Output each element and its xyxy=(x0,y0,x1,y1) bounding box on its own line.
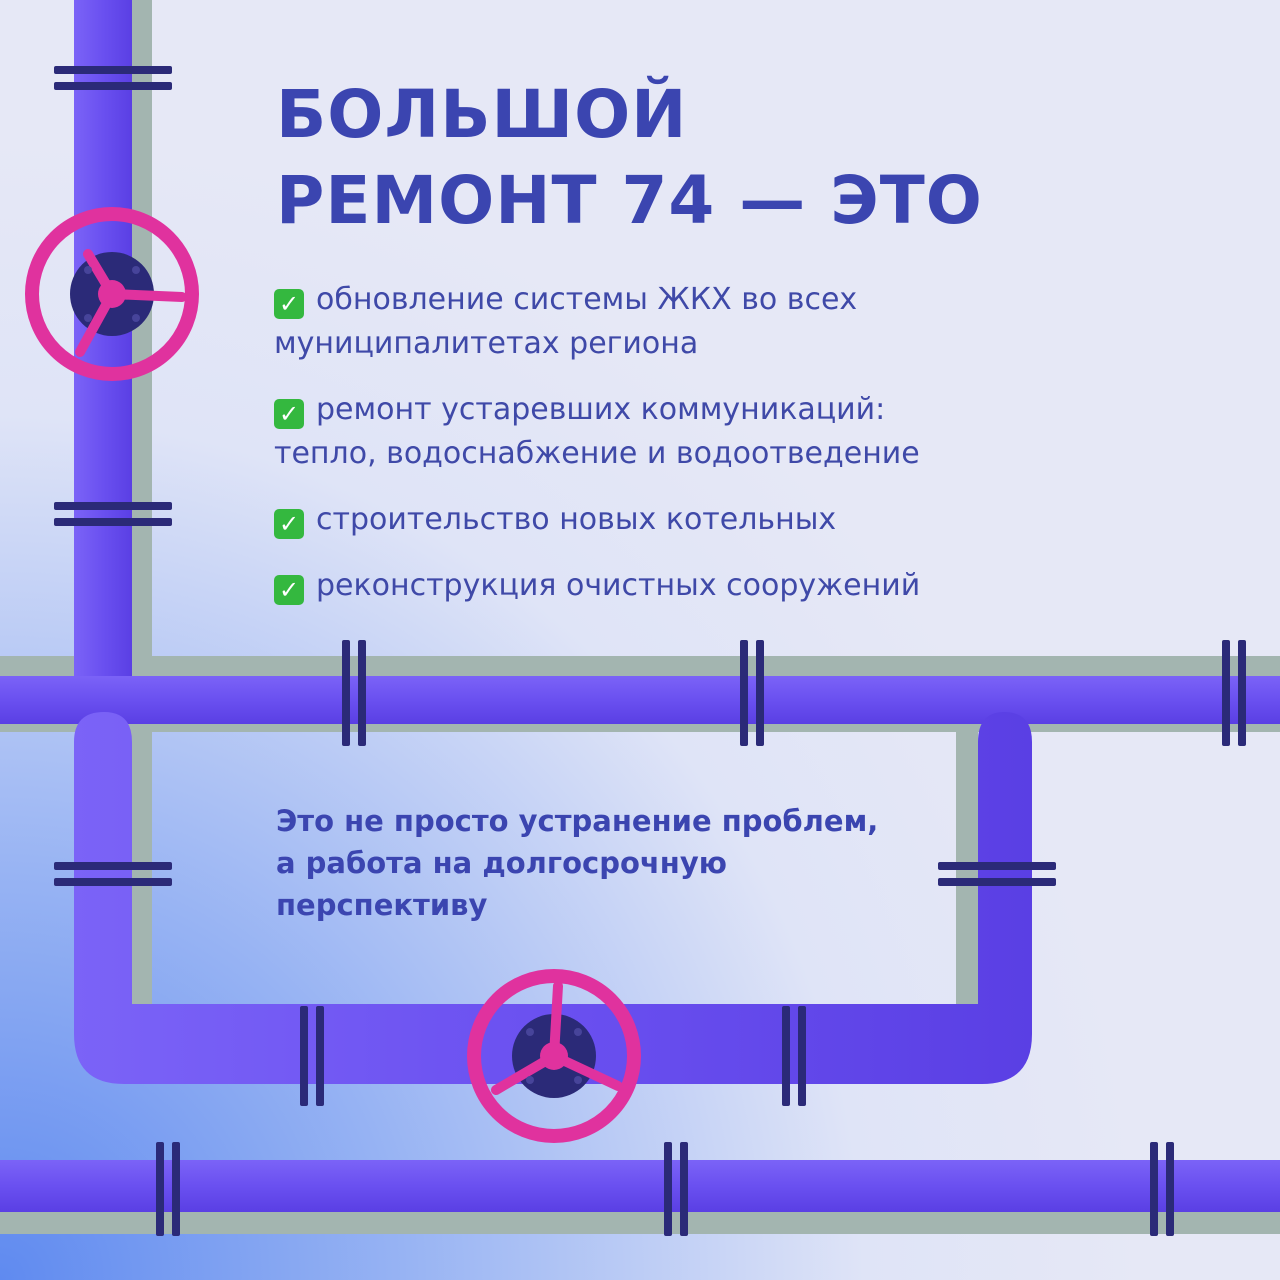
list-item: ✓ ремонт устаревших коммуникаций: тепло, … xyxy=(274,388,920,476)
list-item-text-continued: тепло, водоснабжение и водоотведение xyxy=(274,436,920,471)
list-item-text: реконструкция очистных сооружений xyxy=(316,568,921,603)
title-line-2: РЕМОНТ 74 — ЭТО xyxy=(276,162,983,239)
closing-line-1: Это не просто устранение проблем, xyxy=(276,804,879,838)
list-item-text: строительство новых котельных xyxy=(316,502,837,537)
closing-statement: Это не просто устранение проблем, а рабо… xyxy=(276,800,878,926)
list-item: ✓ строительство новых котельных xyxy=(274,498,836,542)
list-item-text: ремонт устаревших коммуникаций: xyxy=(316,392,886,427)
closing-line-3: перспективу xyxy=(276,888,488,922)
title-line-1: БОЛЬШОЙ xyxy=(276,76,688,153)
pipe-flanges xyxy=(54,66,1246,1236)
valve-wheel-icon xyxy=(467,969,641,1143)
list-item-text-continued: муниципалитетах региона xyxy=(274,326,699,361)
check-mark-button-icon: ✓ xyxy=(274,575,304,605)
closing-line-2: а работа на долгосрочную xyxy=(276,846,727,880)
pipe-horizontal-bottom xyxy=(0,1160,1280,1212)
list-item-text: обновление системы ЖКХ во всех xyxy=(316,282,858,317)
page-title: БОЛЬШОЙ РЕМОНТ 74 — ЭТО xyxy=(276,72,983,244)
check-mark-button-icon: ✓ xyxy=(274,399,304,429)
list-item: ✓ реконструкция очистных сооружений xyxy=(274,564,920,608)
check-mark-button-icon: ✓ xyxy=(274,509,304,539)
pipe-horizontal-main xyxy=(0,676,1280,724)
check-mark-button-icon: ✓ xyxy=(274,289,304,319)
valve-wheel-icon xyxy=(25,207,199,381)
list-item: ✓ обновление системы ЖКХ во всех муниципа… xyxy=(274,278,857,366)
